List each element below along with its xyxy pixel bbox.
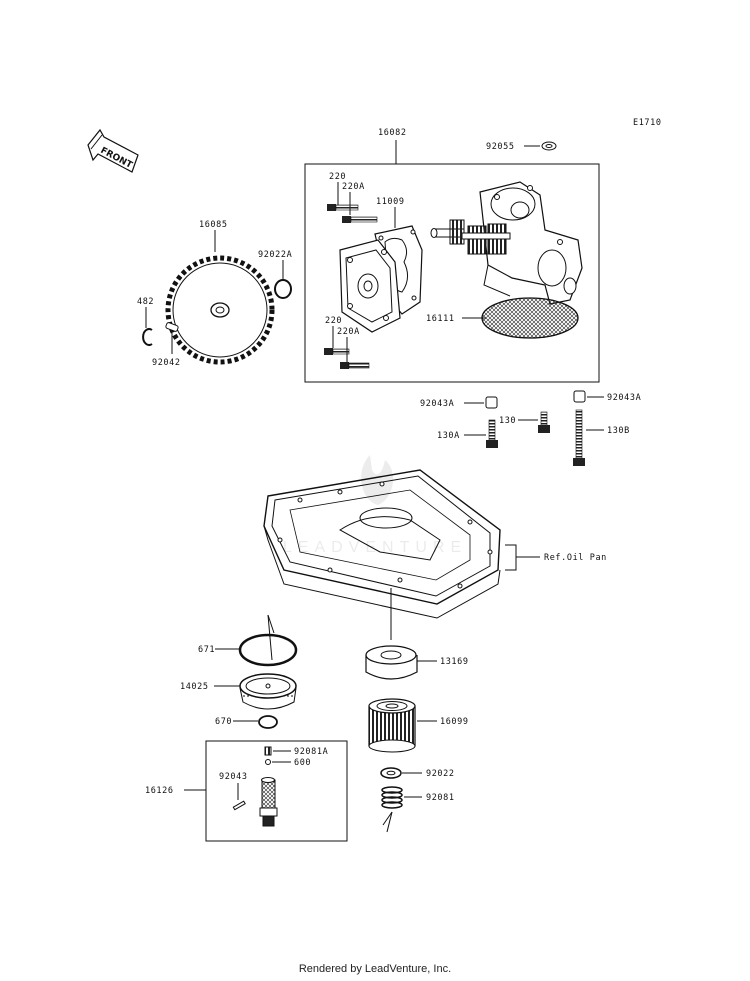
- part-label-92081A: 92081A: [294, 747, 328, 757]
- bolt-130B: [573, 409, 585, 466]
- part-label-16126: 16126: [145, 786, 174, 796]
- pin-92043: [232, 800, 246, 811]
- part-label-220-top: 220: [329, 172, 346, 182]
- dowel-92043A-right: [573, 390, 586, 403]
- footer-credit: Rendered by LeadVenture, Inc.: [298, 963, 452, 975]
- part-label-220A-top: 220A: [342, 182, 365, 192]
- bolt-220-top: [327, 204, 359, 211]
- bolt-130A: [486, 419, 498, 448]
- circlip-482: [142, 328, 153, 346]
- part-label-482: 482: [137, 297, 154, 307]
- bolt-220A-top: [342, 216, 378, 223]
- front-arrow-icon: FRONT: [87, 128, 139, 173]
- part-label-130A: 130A: [437, 431, 460, 441]
- part-label-92022A: 92022A: [258, 250, 292, 260]
- reference-oil-pan: Ref.Oil Pan: [544, 553, 607, 563]
- bolt-220A-bottom: [340, 362, 370, 369]
- part-label-92022: 92022: [426, 769, 455, 779]
- oil-pump-gear-16085: [165, 255, 275, 365]
- part-label-13169: 13169: [440, 657, 469, 667]
- part-label-92043: 92043: [219, 772, 248, 782]
- part-label-92081: 92081: [426, 793, 455, 803]
- part-label-130B: 130B: [607, 426, 630, 436]
- spring-92081: [381, 786, 403, 809]
- filter-cover-14025: [239, 673, 297, 710]
- pump-gear-shaft: [430, 219, 511, 255]
- oil-filter-16099: [368, 698, 416, 753]
- o-ring-671: [238, 633, 298, 667]
- oil-strainer-16111: [481, 297, 579, 339]
- pin-92042: [165, 322, 179, 332]
- part-label-92043A-right: 92043A: [607, 393, 641, 403]
- pump-cover: [339, 239, 401, 333]
- part-label-600: 600: [294, 758, 311, 768]
- part-label-16111: 16111: [426, 314, 455, 324]
- collar-13169: [365, 645, 418, 680]
- part-label-16085: 16085: [199, 220, 228, 230]
- bolt-130: [538, 411, 550, 433]
- part-label-671: 671: [198, 645, 215, 655]
- o-ring-670: [258, 715, 278, 729]
- part-label-11009: 11009: [376, 197, 405, 207]
- part-label-670: 670: [215, 717, 232, 727]
- part-label-92055: 92055: [486, 142, 515, 152]
- oil-pump-body: [479, 181, 583, 305]
- bolt-220-bottom: [324, 348, 350, 355]
- diagram-code: E1710: [633, 118, 662, 128]
- part-label-220-bottom: 220: [325, 316, 342, 326]
- oil-pump-group-box: [304, 163, 600, 383]
- part-label-14025: 14025: [180, 682, 209, 692]
- part-label-220A-bottom: 220A: [337, 327, 360, 337]
- part-label-130: 130: [499, 416, 516, 426]
- bypass-valve-group-box: [205, 740, 348, 842]
- dowel-92043A-left: [485, 396, 498, 409]
- ball-600: [265, 759, 271, 765]
- part-label-16082: 16082: [378, 128, 407, 138]
- part-label-92042: 92042: [152, 358, 181, 368]
- spring-92081A: [264, 746, 272, 756]
- part-label-92043A-left: 92043A: [420, 399, 454, 409]
- oil-pan-gasket: [263, 469, 501, 619]
- washer-92022A: [274, 279, 292, 299]
- bypass-valve-body: [259, 777, 278, 827]
- part-label-16099: 16099: [440, 717, 469, 727]
